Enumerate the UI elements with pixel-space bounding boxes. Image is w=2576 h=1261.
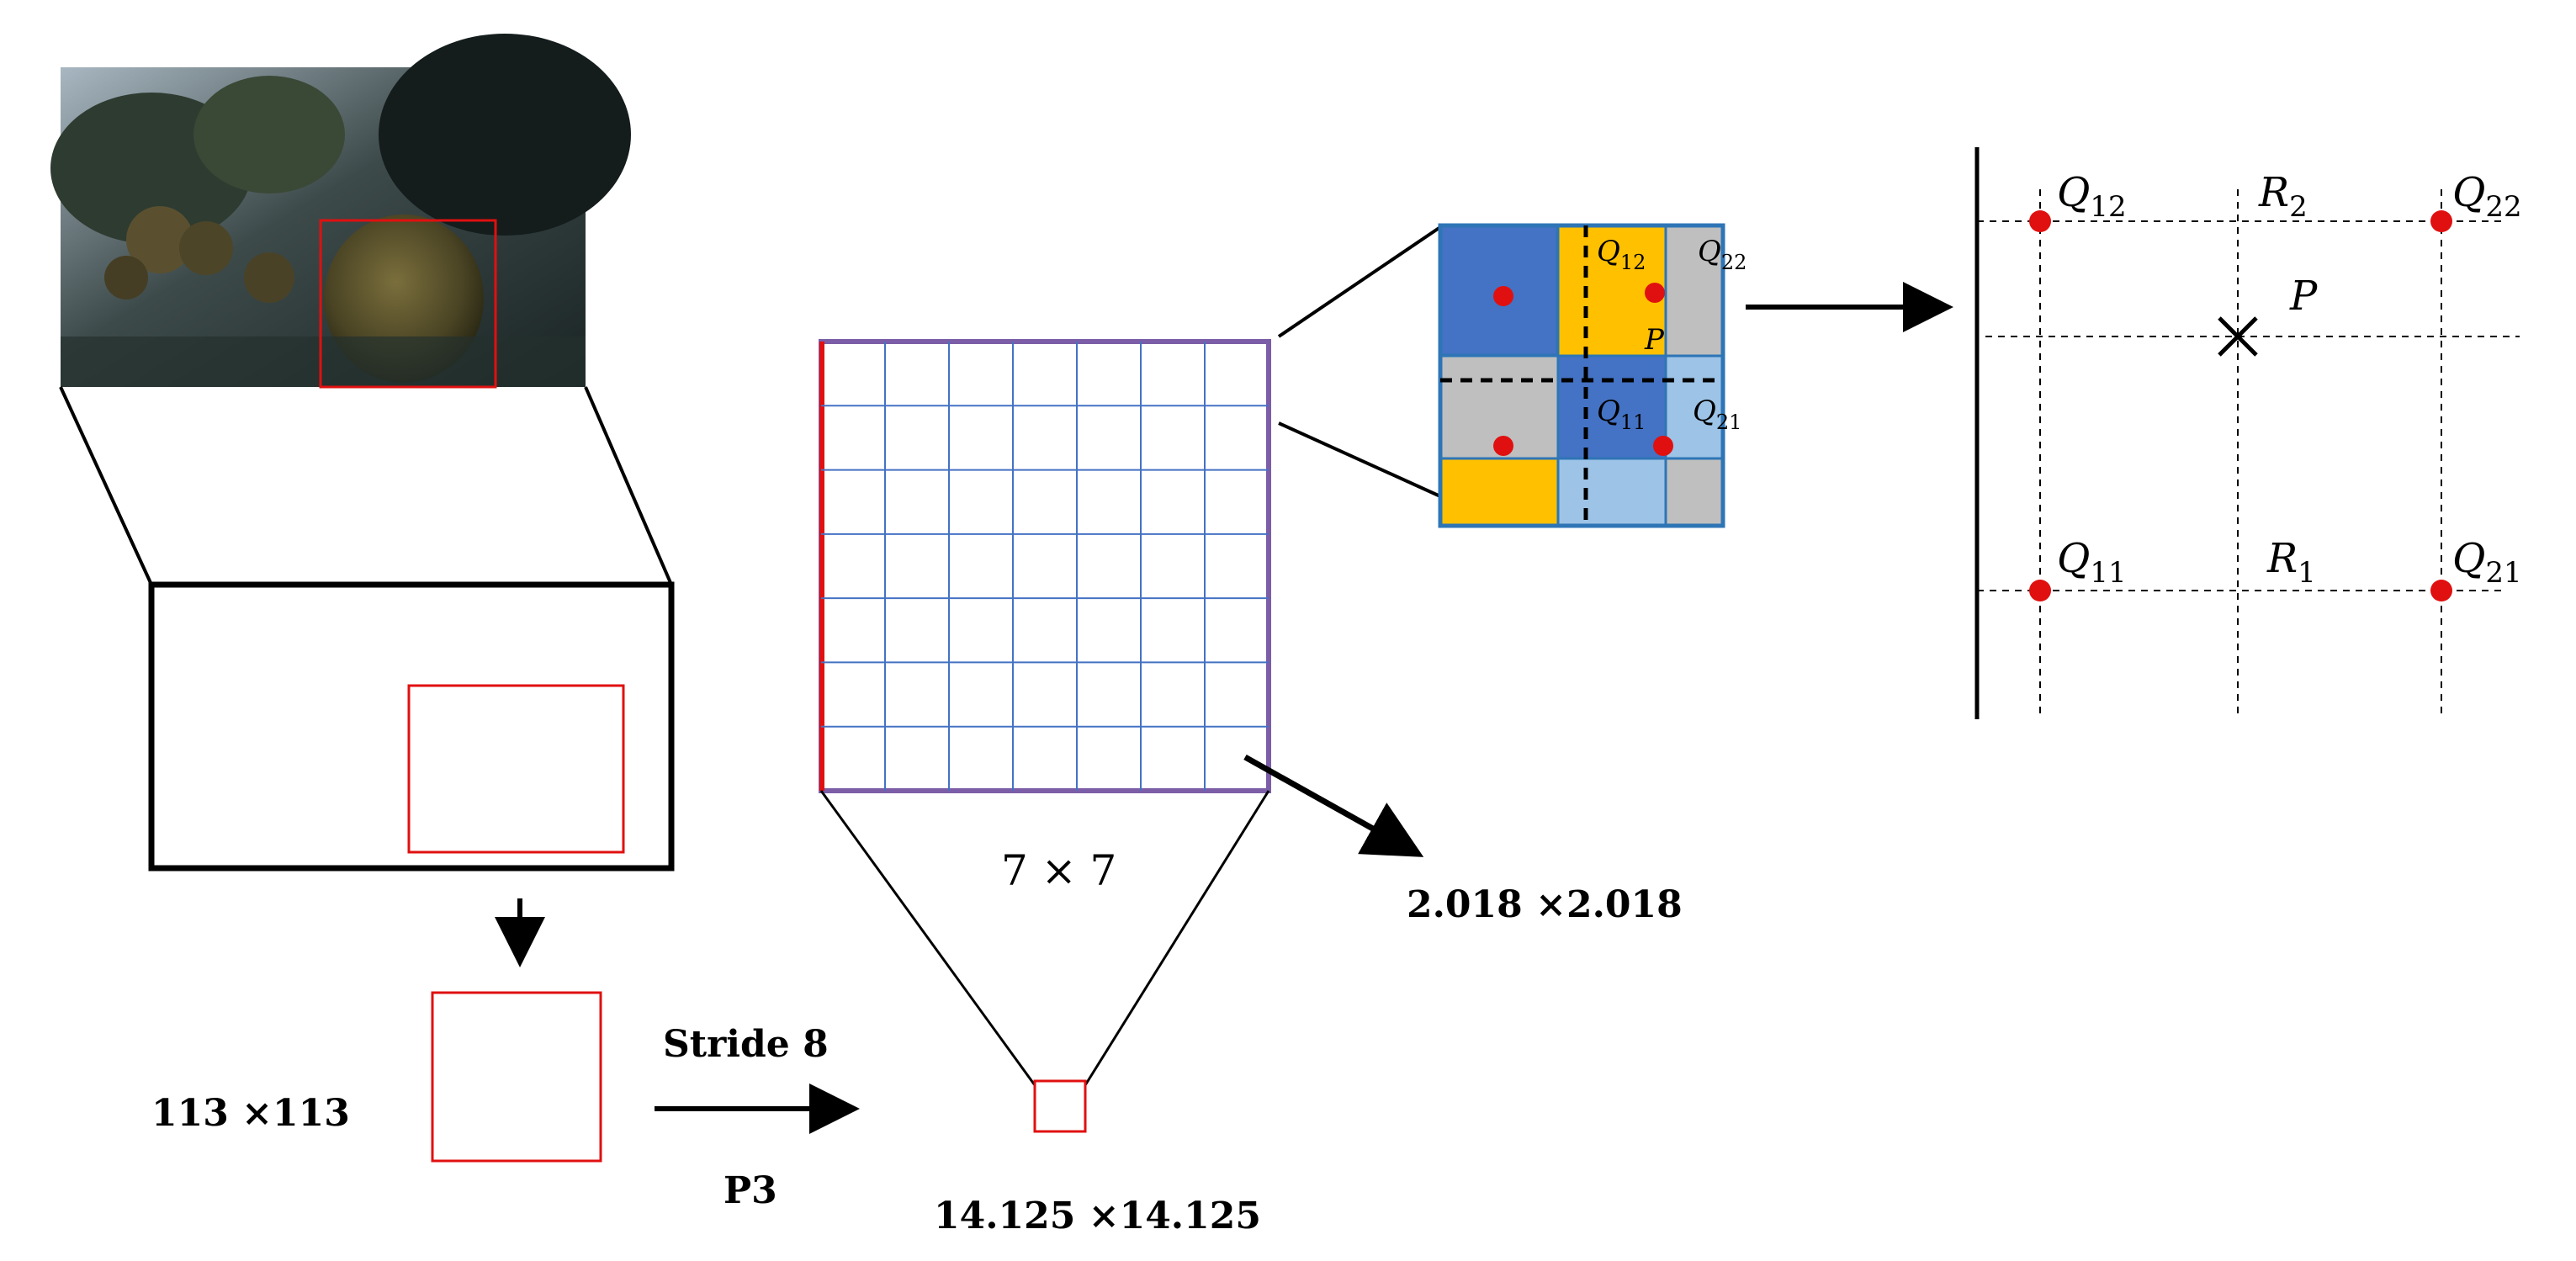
projection-line-left	[59, 386, 153, 585]
funnel-line-left	[819, 790, 1036, 1086]
bin-detail: Q12 Q22 P Q11 Q21	[1438, 223, 1746, 528]
feature-grid	[819, 339, 1271, 793]
grid-size-label: 7 × 7	[1001, 846, 1116, 895]
stride-label: Stride 8	[663, 1023, 829, 1066]
sample-point-1	[1493, 286, 1513, 306]
frame-roi-box	[407, 684, 625, 854]
sample-point-3	[1493, 436, 1513, 456]
bin-size-label: 2.018 ×2.018	[1407, 883, 1683, 926]
roi-size-label: 113 ×113	[151, 1092, 350, 1135]
interp-q21: Q21	[2452, 535, 2522, 590]
sample-point-2	[1645, 283, 1665, 303]
zoom-line-bottom	[1278, 421, 1441, 498]
zoom-q21: Q21	[1693, 395, 1741, 434]
point-p-cross	[2218, 316, 2258, 357]
interp-q12: Q12	[2057, 169, 2127, 224]
interp-r2: R2	[2258, 169, 2308, 224]
feature-size-label: 14.125 ×14.125	[934, 1195, 1261, 1237]
interp-q11: Q11	[2057, 535, 2127, 590]
projection-line-right	[584, 386, 673, 585]
funnel-line-right	[1084, 790, 1270, 1086]
zoom-line-top	[1277, 225, 1442, 338]
interp-r1: R1	[2266, 535, 2316, 590]
zoom-q22: Q22	[1698, 235, 1746, 274]
bilinear-diagram: Q12 R2 Q22 P Q11 R1 Q21	[1974, 147, 2522, 719]
bin-arrow	[1243, 754, 1424, 857]
interp-p: P	[2289, 273, 2318, 320]
bin-detail-border	[1438, 223, 1725, 528]
point-q11	[2029, 580, 2051, 601]
point-q22	[2430, 210, 2452, 232]
zoom-p: P	[1644, 323, 1665, 357]
zoom-q11: Q11	[1597, 395, 1646, 434]
feature-grid-border	[819, 339, 1271, 793]
roi-square	[431, 991, 602, 1163]
point-q12	[2029, 210, 2051, 232]
feature-cell-square	[1033, 1079, 1087, 1133]
photo-roi-box	[319, 219, 497, 389]
orchard-photo	[50, 34, 631, 389]
interp-q22: Q22	[2452, 169, 2522, 224]
sample-point-4	[1653, 436, 1673, 456]
grid-lines	[821, 342, 1269, 791]
point-q21	[2430, 580, 2452, 601]
level-label: P3	[724, 1169, 777, 1212]
image-frame	[148, 581, 675, 872]
zoom-q12: Q12	[1597, 235, 1646, 274]
